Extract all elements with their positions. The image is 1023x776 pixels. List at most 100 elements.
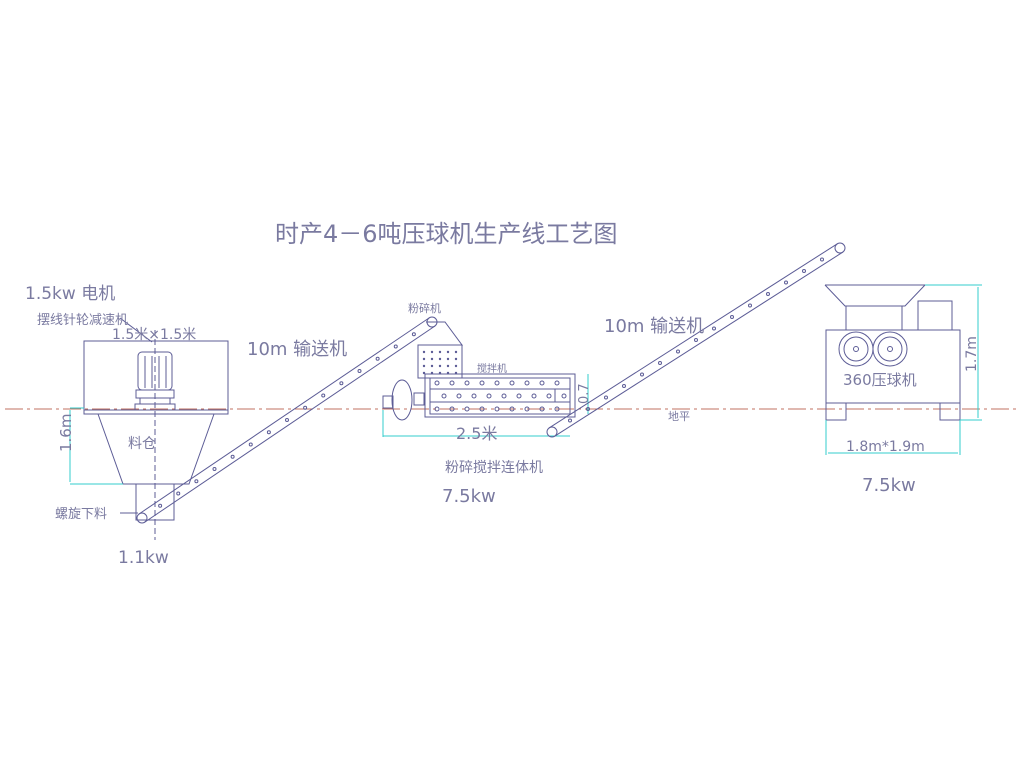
bin-label: 料仓	[128, 436, 156, 452]
briquette-size-label: 1.8m*1.9m	[846, 439, 925, 455]
belt-roller	[568, 418, 572, 423]
mixer-paddle	[561, 393, 567, 399]
belt-roller	[712, 326, 716, 331]
belt-roller	[285, 418, 289, 422]
conveyor-1	[136, 316, 438, 524]
mixer-paddle	[509, 380, 515, 386]
screen-hole	[438, 357, 442, 361]
mixer-paddle	[449, 406, 455, 412]
belt-roller	[212, 467, 217, 471]
mixer-paddle	[494, 380, 500, 386]
belt-roller	[411, 332, 416, 337]
mixer-paddle	[554, 380, 560, 386]
screen-hole	[438, 364, 442, 368]
screen-hole	[430, 364, 434, 368]
belt-roller	[375, 356, 380, 361]
belt-pulley	[834, 242, 846, 254]
hopper-size-label: 1.5米×1.5米	[112, 327, 196, 343]
belt-edge	[144, 325, 436, 523]
screen-hole	[446, 357, 450, 361]
belt-roller	[586, 407, 590, 411]
briquette-height-label: 1.7m	[964, 336, 980, 372]
mixer-paddle	[524, 406, 530, 412]
crusher-mixer-power: 7.5kw	[442, 486, 496, 507]
belt-edge	[549, 243, 838, 429]
screen-hole	[454, 357, 458, 361]
mixer-paddle	[434, 406, 440, 412]
conveyor-2-label: 10m 输送机	[604, 316, 704, 337]
screen-hole	[430, 357, 434, 361]
belt-roller	[339, 381, 344, 386]
belt-roller	[158, 503, 163, 508]
belt-roller	[604, 395, 608, 400]
mixer-paddle	[464, 406, 470, 412]
crusher-label: 粉碎机	[408, 301, 441, 315]
bin-height-label: 1.6m	[57, 414, 75, 452]
briquette-machine-name: 360压球机	[843, 371, 917, 389]
mixer-paddle	[509, 406, 515, 412]
hopper-bin	[83, 330, 229, 540]
mixer-paddle	[449, 380, 455, 386]
mixer-motor	[391, 379, 413, 421]
screw-feeder-label: 螺旋下料	[55, 507, 107, 522]
screen-hole	[438, 350, 442, 354]
screen-hole	[422, 350, 426, 354]
mixer-paddle	[494, 406, 500, 412]
belt-roller	[676, 349, 680, 354]
screen-hole	[422, 364, 426, 368]
belt-roller	[176, 491, 181, 496]
mixer-paddle	[501, 393, 507, 399]
belt-roller	[640, 372, 644, 377]
screen-hole	[446, 350, 450, 354]
belt-roller	[730, 315, 734, 319]
belt-roller	[802, 269, 806, 273]
mixer-paddle	[456, 393, 462, 399]
ground-label: 地平	[668, 410, 690, 423]
mixer-paddle	[516, 393, 522, 399]
belt-roller	[658, 361, 662, 365]
mixer-paddle	[531, 393, 537, 399]
mixer-body	[424, 373, 576, 418]
reducer-label: 摆线针轮减速机	[37, 313, 128, 328]
mixer-paddle	[524, 380, 530, 386]
belt-roller	[266, 430, 271, 435]
mixer-paddle	[471, 393, 477, 399]
belt-roller	[357, 369, 362, 373]
belt-pulley	[136, 512, 148, 524]
mixer-length-label: 2.5米	[456, 424, 497, 443]
belt-roller	[303, 405, 308, 410]
mixer-paddle	[539, 406, 545, 412]
mixer-paddle	[486, 393, 492, 399]
belt-roller	[622, 384, 626, 388]
screen-hole	[454, 350, 458, 354]
belt-roller	[248, 442, 253, 447]
mixer-label: 搅拌机	[477, 362, 507, 375]
mixer-paddle	[434, 380, 440, 386]
briquette-power-label: 7.5kw	[862, 475, 916, 496]
belt-edge	[138, 317, 430, 515]
screen-hole	[430, 350, 434, 354]
belt-roller	[321, 393, 326, 398]
belt-roller	[820, 257, 824, 262]
screen-hole	[454, 364, 458, 368]
mixer-paddle	[539, 380, 545, 386]
belt-roller	[694, 338, 698, 342]
belt-roller	[194, 479, 199, 484]
belt-roller	[230, 454, 235, 459]
belt-pulley	[546, 426, 558, 438]
conveyor-2	[546, 242, 846, 438]
belt-edge	[554, 251, 843, 437]
mixer-paddle	[464, 380, 470, 386]
conveyor-1-label: 10m 输送机	[247, 339, 347, 360]
briquette-machine	[824, 284, 961, 421]
crusher-mixer-name: 粉碎搅拌连体机	[445, 460, 543, 476]
motor-label: 1.5kw 电机	[25, 284, 115, 304]
mixer-paddle	[554, 406, 560, 412]
crusher-mixer	[382, 321, 576, 421]
mixer-paddle	[479, 406, 485, 412]
belt-roller	[784, 280, 788, 285]
screen-hole	[446, 364, 450, 368]
screw-power-label: 1.1kw	[118, 548, 169, 568]
belt-roller	[393, 344, 398, 349]
